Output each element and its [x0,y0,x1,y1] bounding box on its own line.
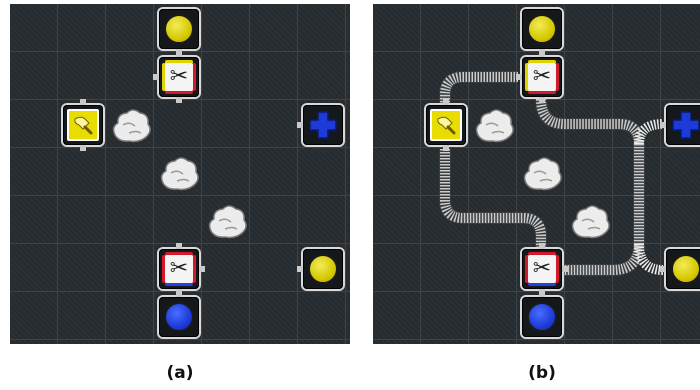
connector [153,74,159,80]
track-segment [634,119,664,275]
blue-disc-icon [527,302,557,332]
rock-icon [160,157,199,191]
splitter-station-yellow-red[interactable]: ✂ [516,51,566,103]
blue-plus-station[interactable] [297,101,347,149]
splitter-station-yellow-red[interactable]: ✂ [153,51,203,103]
paint-station[interactable] [422,99,470,151]
panel-caption-a: (a) [166,363,194,383]
scissors-icon: ✂ [165,255,193,283]
blue-station[interactable] [518,291,566,341]
paintbrush-icon [430,109,462,141]
yellow-disc-icon [671,254,700,284]
connector [80,145,86,151]
yellow-station[interactable] [660,245,700,293]
connector [660,266,666,272]
track-segment [439,149,547,247]
connector [443,99,449,105]
rock-obstacle [518,149,566,197]
connector [562,266,568,272]
paint-station[interactable] [59,99,107,151]
rock-obstacle [155,149,203,197]
blue-plus-station[interactable] [660,101,700,149]
connector [443,145,449,151]
connector [539,97,545,103]
connector [539,291,545,297]
yellow-disc-icon [527,14,557,44]
rock-icon [208,205,247,239]
track-segment [535,98,645,276]
scissors-icon: ✂ [528,255,556,283]
connector [660,122,666,128]
connector [297,266,303,272]
plus-icon [309,111,337,139]
rock-obstacle [470,101,518,149]
connector [539,51,545,57]
rock-obstacle [203,197,251,245]
connector [199,266,205,272]
connector [80,99,86,105]
connector [176,51,182,57]
splitter-station-red-blue[interactable]: ✂ [518,243,568,295]
game-board-a[interactable]: ✂ ✂ [10,4,350,344]
yellow-disc-icon [308,254,338,284]
blue-disc-icon [164,302,194,332]
track-layer [439,71,664,276]
yellow-disc-icon [164,14,194,44]
rock-icon [523,157,562,191]
yellow-station[interactable] [518,5,566,55]
scissors-icon: ✂ [165,63,193,91]
paintbrush-icon [67,109,99,141]
connector [176,97,182,103]
blue-station[interactable] [155,291,203,341]
scissors-icon: ✂ [528,63,556,91]
connector [176,291,182,297]
rock-icon [571,205,610,239]
connector [297,122,303,128]
rock-icon [112,109,151,143]
plus-icon [672,111,700,139]
yellow-station[interactable] [297,245,347,293]
game-board-b[interactable]: ✂ ✂ [373,4,700,344]
panel-caption-b: (b) [528,363,556,383]
track-segment [439,71,518,105]
connector [516,74,522,80]
rock-icon [475,109,514,143]
rock-obstacle [566,197,614,245]
rock-obstacle [107,101,155,149]
yellow-station[interactable] [155,5,203,55]
connector [176,243,182,249]
connector [539,243,545,249]
splitter-station-red-blue[interactable]: ✂ [155,243,205,295]
